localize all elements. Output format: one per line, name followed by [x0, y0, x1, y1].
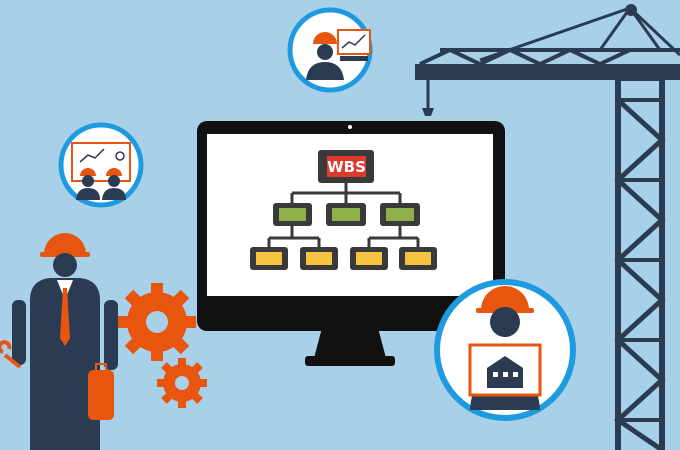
wrench-icon [0, 340, 22, 369]
crane [415, 4, 680, 450]
team-circle [58, 122, 144, 208]
chart-board-icon [337, 29, 371, 55]
wbs-chart: WBS [250, 150, 437, 270]
wbs-title: WBS [327, 158, 366, 176]
engineer-figure [0, 233, 118, 450]
wbs-level-2 [273, 203, 420, 226]
webcam-icon [348, 125, 352, 129]
tie [60, 288, 70, 346]
gear-icon [118, 283, 196, 361]
briefcase-icon [88, 370, 114, 420]
hard-hat-icon [481, 286, 529, 310]
analyst-circle [287, 7, 373, 93]
small-gear-icon [157, 358, 207, 408]
architect-circle [434, 279, 576, 421]
wbs-level-3 [250, 247, 437, 270]
hard-hat-icon [313, 32, 337, 44]
monitor: WBS [197, 121, 505, 366]
hard-hat-icon [44, 233, 86, 254]
